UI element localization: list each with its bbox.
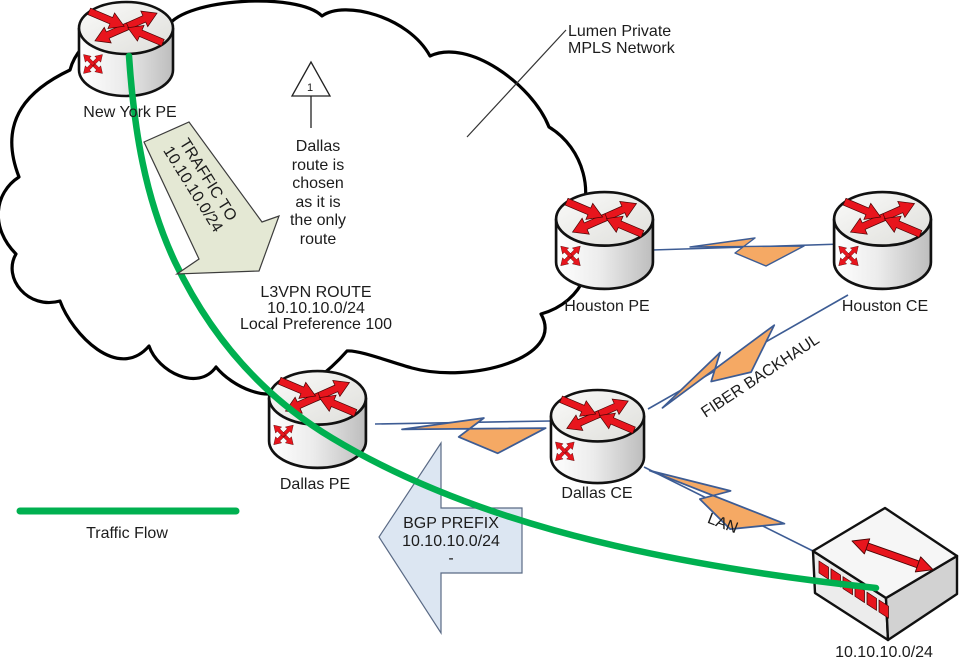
bgp-arrow-line2: 10.10.10.0/24 [402,533,500,550]
bgp-arrow-line3: - [448,550,453,567]
bolt-lan-icon [648,469,786,531]
bolts [401,237,805,531]
label-dallas-ce: Dallas CE [561,485,632,502]
router-dallas-pe-icon [267,369,368,470]
bgp-arrow-line1: BGP PREFIX [403,515,499,532]
l3vpn-line3: Local Preference 100 [240,316,392,333]
bolt-houston-icon [689,237,805,267]
label-new-york-pe: New York PE [83,104,176,121]
router-new-york-pe-icon [77,0,175,98]
note-line5: the only [290,212,346,229]
label-houston-pe: Houston PE [564,298,649,315]
callout-1-marker: 1 [290,60,332,128]
cloud-label-line2: MPLS Network [568,40,676,57]
switch-top-arrow-icon [851,538,934,573]
traffic-flow-line [125,52,880,592]
legend: Traffic Flow [16,507,240,542]
bolt-dallas-icon [401,417,547,455]
bgp-prefix-arrow: BGP PREFIX 10.10.10.0/24 - [378,441,523,636]
cloud-label-leader-line [466,29,567,138]
mpls-cloud-shape [0,0,590,396]
router-houston-pe-icon [554,190,655,291]
note-line3: chosen [292,175,344,192]
l3vpn-line2: 10.10.10.0/24 [267,300,365,317]
callout-number: 1 [307,82,313,94]
note-line4: as it is [295,194,340,211]
note-line2: route is [292,157,344,174]
label-lan-subnet: 10.10.10.0/24 [835,644,933,661]
label-dallas-pe: Dallas PE [280,476,350,493]
cloud-label-line1: Lumen Private [568,23,671,40]
router-houston-ce-icon [832,190,933,291]
note-line1: Dallas [296,138,340,155]
note-line6: route [300,231,337,248]
label-houston-ce: Houston CE [842,298,928,315]
router-dallas-ce-icon [549,388,646,485]
lan-switch-icon [811,506,959,642]
l3vpn-line1: L3VPN ROUTE [260,284,371,301]
legend-label: Traffic Flow [86,525,168,542]
bolt-fiber-backhaul-icon [661,324,776,409]
traffic-to-arrow: TRAFFIC TO 10.10.10.0/24 [143,121,280,275]
